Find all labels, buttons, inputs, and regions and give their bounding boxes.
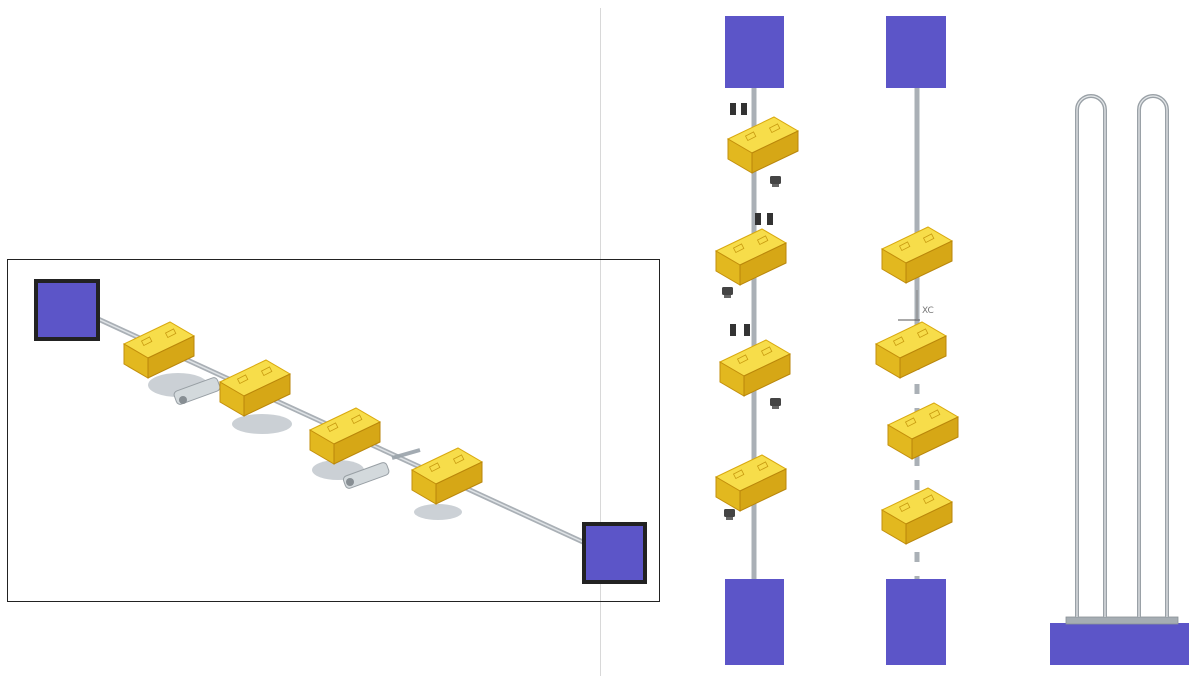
gold-bar-icon — [411, 447, 483, 505]
clamp-icon — [724, 509, 735, 520]
u-tube-base-plate — [1065, 616, 1179, 625]
u-tube-icon — [1075, 94, 1107, 617]
clamp-icon — [722, 287, 733, 298]
clamp-icon — [770, 398, 781, 409]
column-b: XC — [875, 16, 959, 665]
clamp-icon — [755, 213, 761, 225]
left-panel — [34, 279, 647, 584]
gold-bar-icon — [123, 321, 195, 379]
left-panel-frame — [7, 259, 660, 602]
column-b-anchor-top — [886, 16, 946, 88]
u-tube-icon — [1137, 94, 1169, 617]
gold-bar-icon — [715, 228, 787, 286]
clamp-icon — [741, 103, 747, 115]
left-panel-anchor-bottom — [582, 522, 647, 584]
clamp-icon — [744, 324, 750, 336]
gold-bar-icon — [727, 116, 799, 174]
column-a — [715, 16, 799, 665]
gold-bar-icon — [881, 487, 953, 545]
u-tube-fixture — [1050, 94, 1189, 665]
gold-bar-icon — [887, 402, 959, 460]
column-b-label: XC — [922, 306, 934, 316]
clamp-icon — [770, 176, 781, 187]
left-panel-anchor-top — [34, 279, 100, 341]
column-b-anchor-bottom — [886, 579, 946, 665]
gold-bar-icon — [219, 359, 291, 417]
clamp-icon — [730, 103, 736, 115]
clamp-icon — [730, 324, 736, 336]
column-a-anchor-bottom — [725, 579, 784, 665]
clamp-icon — [767, 213, 773, 225]
gold-bar-icon — [309, 407, 381, 465]
gold-bar-icon — [875, 321, 947, 379]
gold-bar-icon — [715, 454, 787, 512]
gold-bar-icon — [881, 226, 953, 284]
u-tube-base — [1050, 623, 1189, 665]
panel-divider — [600, 8, 601, 676]
gold-bar-icon — [719, 339, 791, 397]
column-a-anchor-top — [725, 16, 784, 88]
left-panel-mechanism — [148, 373, 462, 520]
